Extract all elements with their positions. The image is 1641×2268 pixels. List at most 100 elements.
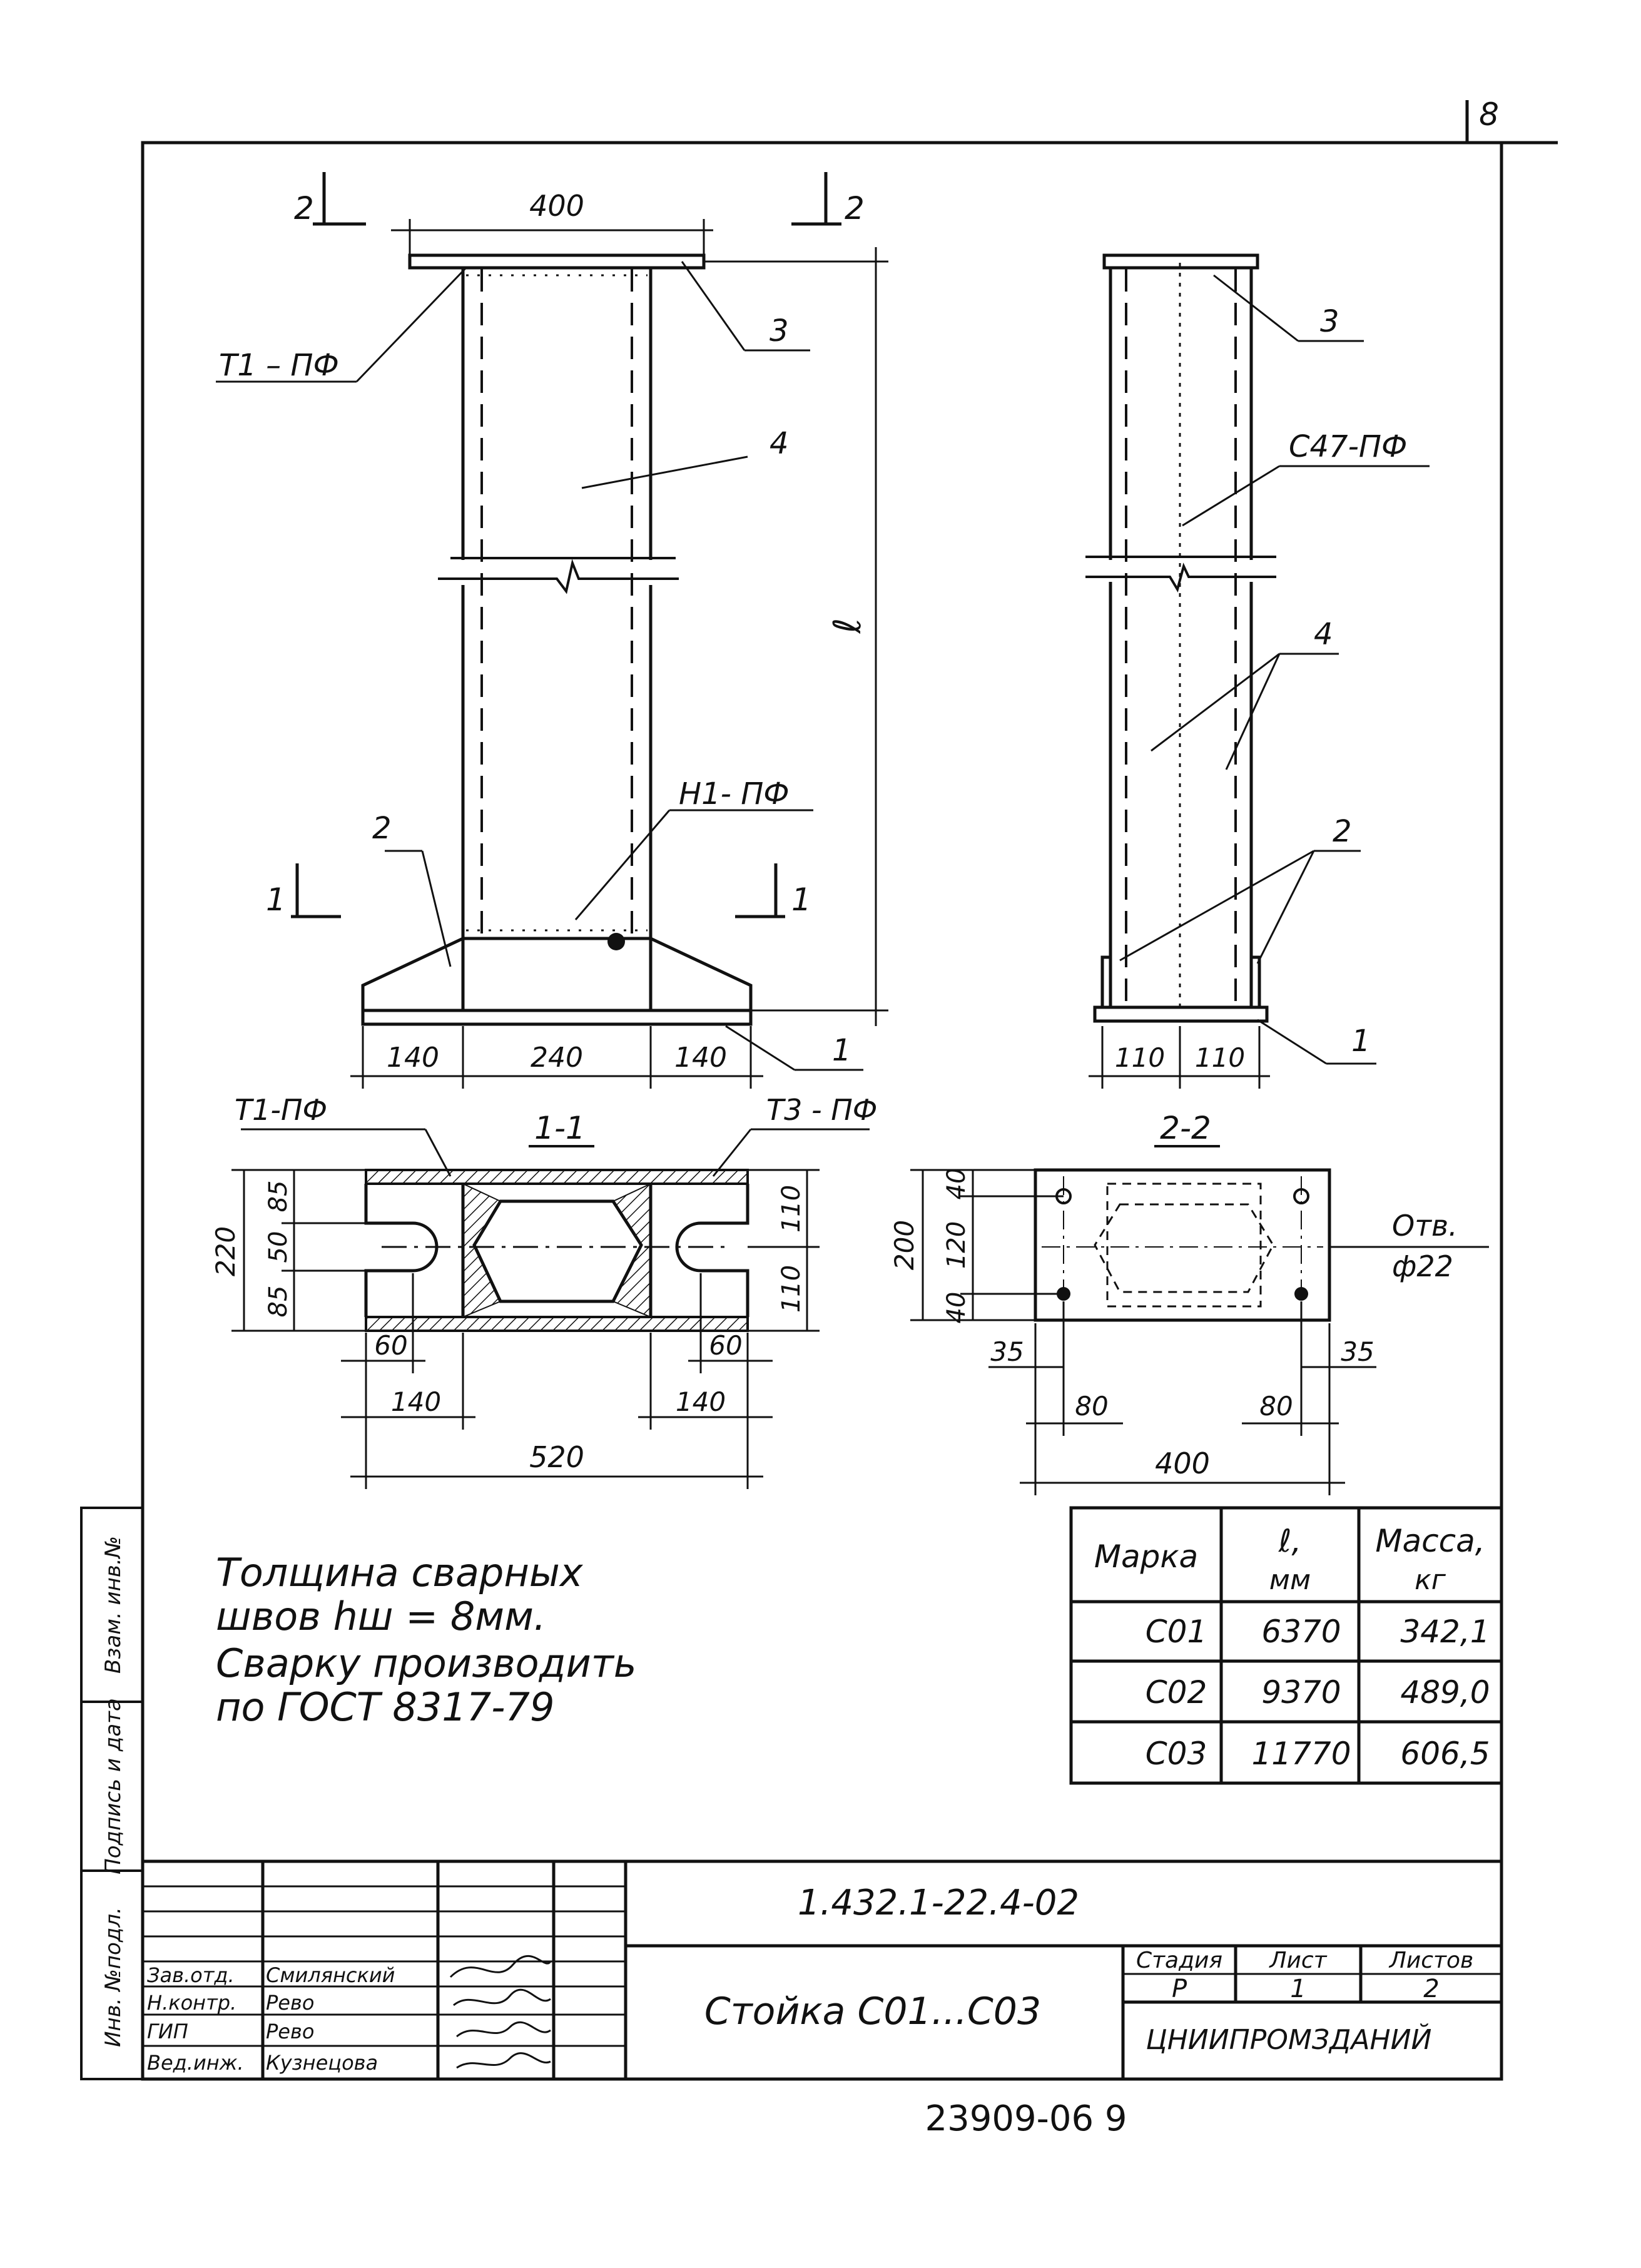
side-dim-line xyxy=(1089,1026,1270,1089)
staff-name-3: Рево xyxy=(266,2020,314,2043)
column-hidden-lines xyxy=(480,269,633,938)
section-1-dims-right xyxy=(748,1169,820,1332)
dim-400: 400 xyxy=(529,189,584,223)
spec-row-2-length: 9370 xyxy=(1261,1674,1341,1711)
side-dim-2: 110 xyxy=(1195,1042,1245,1073)
section-1-dims-left xyxy=(231,1169,366,1332)
weld-marks-top xyxy=(466,274,648,932)
spec-header-mass-unit: кг xyxy=(1415,1564,1446,1596)
section-1-dim-520: 520 xyxy=(529,1440,584,1474)
section-1-dim-60a: 60 xyxy=(374,1330,407,1361)
signature-scribbles xyxy=(449,1955,552,2069)
note-line-4: по ГОСТ 8317-79 xyxy=(216,1684,554,1730)
column-shell xyxy=(461,268,653,938)
break-lines xyxy=(438,557,679,594)
spec-row-2-mark: С02 xyxy=(1146,1674,1207,1711)
section-2-hole-label: Отв. xyxy=(1392,1209,1458,1243)
section-1-dim-85a: 85 xyxy=(264,1181,293,1213)
staff-role-2: Н.контр. xyxy=(147,1991,236,2015)
pos-4-main: 4 xyxy=(770,426,789,461)
section-1-dim-60b: 60 xyxy=(709,1330,742,1361)
pos-4-side: 4 xyxy=(1314,617,1333,652)
side-view: 3 С47-ПФ 4 2 1 110 110 xyxy=(1085,253,1430,1089)
section-2-axes xyxy=(1042,1176,1323,1314)
section-1-dim-50: 50 xyxy=(264,1231,293,1263)
spec-row-3-mass: 606,5 xyxy=(1400,1736,1490,1772)
section-mark-2-right: 2 xyxy=(845,190,865,226)
dim-height-l: ℓ xyxy=(826,618,870,634)
weld-label-c47: С47-ПФ xyxy=(1289,429,1407,464)
section-1-flange-top xyxy=(365,1169,749,1185)
side-dim-1: 110 xyxy=(1115,1042,1165,1073)
title-name: Стойка С01...С03 xyxy=(704,1990,1041,2033)
section-1-title: 1-1 xyxy=(534,1110,586,1146)
section-2-dim-40a: 40 xyxy=(942,1168,971,1200)
weld-label-t1: T1 – ПФ xyxy=(219,348,339,383)
section-2-dim-40b: 40 xyxy=(942,1292,971,1324)
section-2-dims-bottom xyxy=(988,1301,1376,1495)
sheet-number: 8 xyxy=(1479,96,1499,133)
section-2-dim-80a: 80 xyxy=(1075,1391,1108,1421)
title-org: ЦНИИПРОМЗДАНИЙ xyxy=(1146,2023,1432,2056)
section-2-hole-dia: ф22 xyxy=(1392,1249,1453,1283)
title-sheet: 1 xyxy=(1290,1975,1306,2003)
section-2-dim-80b: 80 xyxy=(1259,1391,1293,1421)
staff-role-4: Вед.инж. xyxy=(147,2051,244,2075)
spec-row-2-mass: 489,0 xyxy=(1400,1674,1490,1711)
notes: Толщина сварных швов hш = 8мм. Сварку пр… xyxy=(216,1550,636,1730)
section-cut-marks xyxy=(291,172,841,918)
section-1-dim-140a: 140 xyxy=(391,1386,441,1417)
section-2-dim-35b: 35 xyxy=(1341,1336,1374,1367)
spec-row-3-mark: С03 xyxy=(1146,1736,1207,1772)
top-plate xyxy=(408,253,706,270)
leaders-main xyxy=(216,261,863,1071)
section-1-dim-220: 220 xyxy=(210,1226,241,1276)
dim-line-bottom xyxy=(350,1026,763,1089)
section-1-dim-85b: 85 xyxy=(264,1286,293,1318)
section-2-dim-120: 120 xyxy=(942,1221,971,1269)
spec-header-length: ℓ, xyxy=(1278,1523,1302,1559)
title-sheets: 2 xyxy=(1423,1975,1439,2003)
title-code: 1.432.1-22.4-02 xyxy=(798,1883,1079,1923)
title-stage-header: Стадия xyxy=(1136,1948,1222,1973)
pos-3-main: 3 xyxy=(770,313,789,348)
side-top-plate xyxy=(1102,253,1259,270)
dim-bottom-1: 140 xyxy=(387,1042,439,1074)
spec-header-length-unit: мм xyxy=(1269,1564,1311,1596)
dim-bottom-3: 140 xyxy=(674,1042,727,1074)
title-sheet-header: Лист xyxy=(1268,1948,1327,1973)
spec-header-mark: Марка xyxy=(1094,1538,1198,1575)
staff-name-2: Рево xyxy=(266,1991,314,2015)
section-2-dims-left xyxy=(910,1169,1064,1321)
section-1-weld-t3: Т3 - ПФ xyxy=(766,1093,877,1127)
section-2-2: 2-2 200 40 120 40 xyxy=(889,1110,1489,1495)
staff-name-4: Кузнецова xyxy=(266,2051,378,2075)
section-1-dim-110a: 110 xyxy=(777,1185,806,1233)
side-base xyxy=(1093,955,1269,1023)
section-mark-1-left: 1 xyxy=(266,882,286,918)
side-break-lines xyxy=(1085,556,1276,593)
side-hidden-lines xyxy=(1125,269,1237,1001)
base-plate xyxy=(361,937,753,1026)
title-block: 1.432.1-22.4-02 Стойка С01...С03 Стадия … xyxy=(143,1859,1501,2079)
title-sheets-header: Листов xyxy=(1388,1948,1473,1973)
spec-row-1-mark: С01 xyxy=(1146,1614,1207,1650)
section-1-dim-140b: 140 xyxy=(676,1386,726,1417)
weld-dot xyxy=(607,933,625,950)
side-shell xyxy=(1109,263,1253,1007)
staff-name-1: Смилянский xyxy=(266,1963,395,1987)
note-line-2: швов hш = 8мм. xyxy=(216,1594,546,1639)
section-2-title: 2-2 xyxy=(1160,1110,1211,1146)
side-stamp-inv: Инв. №подл. xyxy=(101,1907,126,2047)
section-1-1: 1-1 Т1-ПФ Т3 - ПФ xyxy=(210,1093,877,1489)
staff-role-3: ГИП xyxy=(147,2020,188,2043)
pos-1-side: 1 xyxy=(1351,1024,1371,1059)
pos-1-main: 1 xyxy=(832,1033,851,1068)
note-line-1: Толщина сварных xyxy=(216,1550,584,1595)
spec-header-mass: Масса, xyxy=(1375,1523,1485,1559)
pos-2-main: 2 xyxy=(372,811,392,846)
section-mark-1-right: 1 xyxy=(791,882,811,918)
section-1-leaders xyxy=(241,1128,870,1177)
dim-bottom-2: 240 xyxy=(531,1042,583,1074)
